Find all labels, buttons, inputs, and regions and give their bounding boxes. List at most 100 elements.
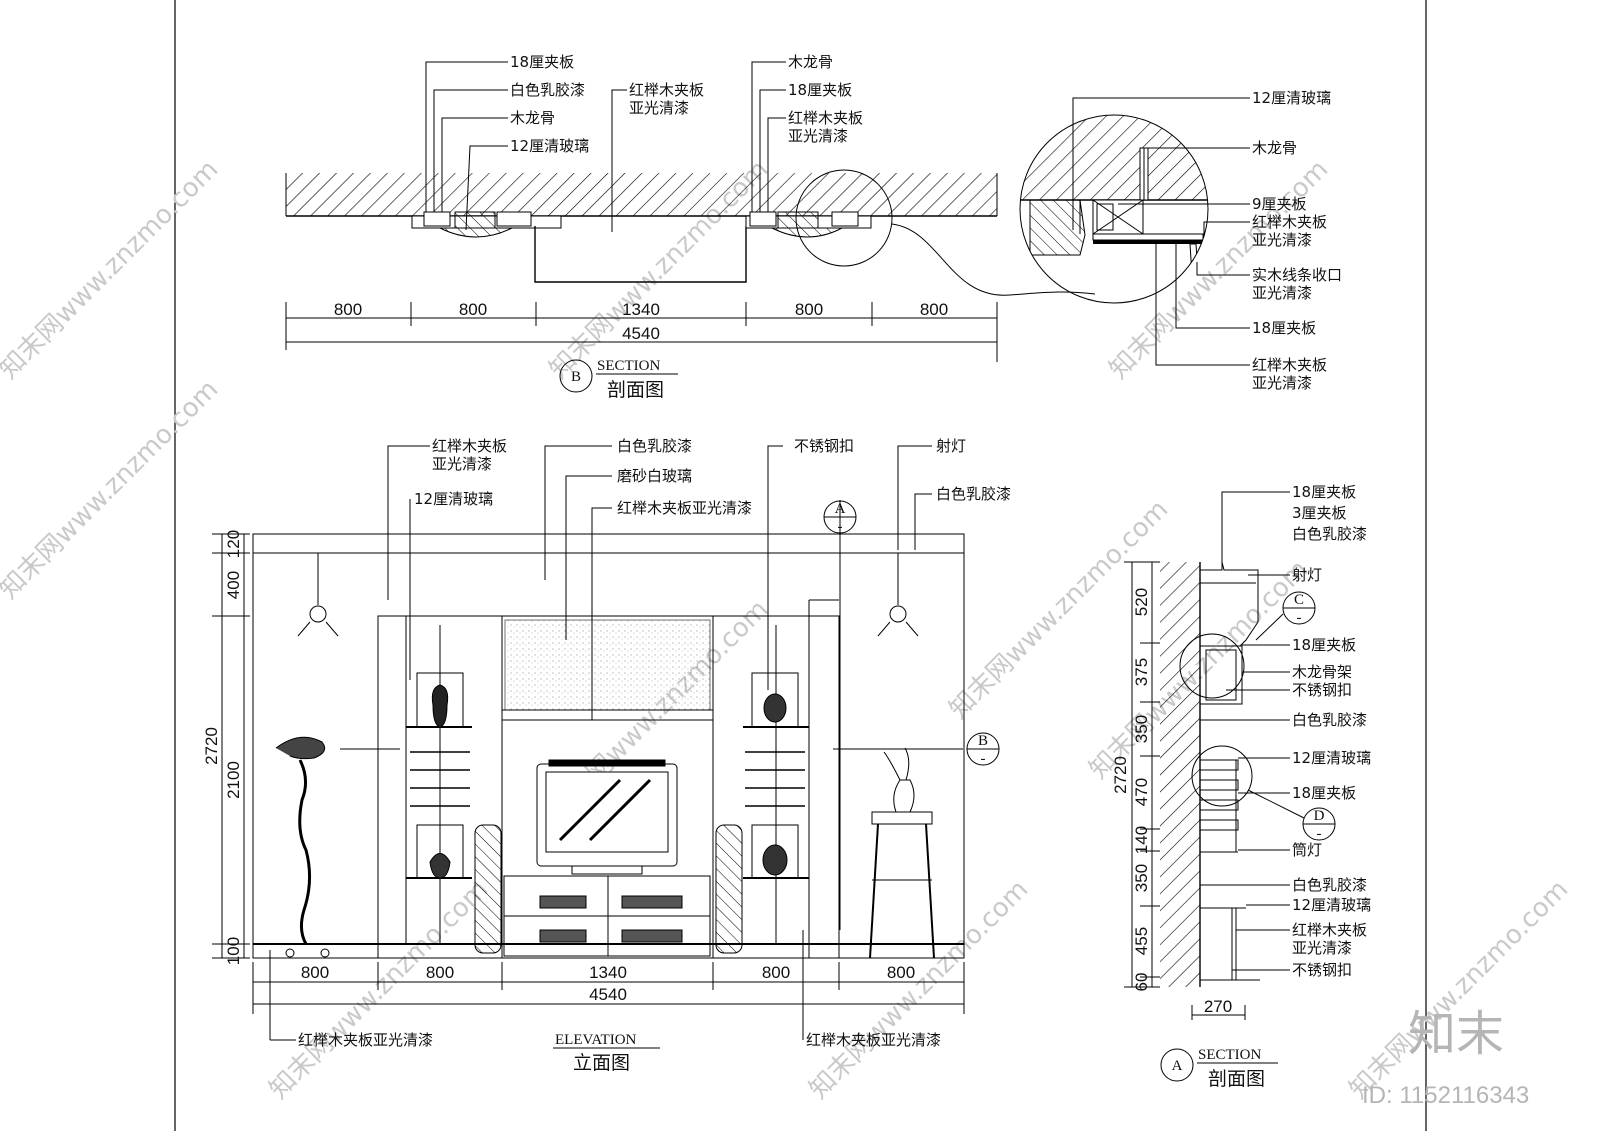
ev-label-7: 射灯	[936, 437, 966, 455]
ev-tag-a-dash: -	[838, 519, 843, 535]
section-b-plan	[285, 169, 1096, 296]
db-label-0: 12厘清玻璃	[1252, 89, 1331, 107]
watermark-text-9: 知末网www.znzmo.com	[804, 874, 1035, 1105]
sa-label-5: 木龙骨架	[1292, 663, 1352, 681]
brand-watermark: 知末	[1408, 1006, 1504, 1062]
ev-dim-v-0: 120	[224, 530, 243, 558]
ev-dim-h-2: 1340	[589, 963, 627, 982]
ev-label-5: 红榉木夹板亚光清漆	[617, 499, 752, 517]
section-b-leaders	[425, 61, 786, 232]
db-label-5: 实木线条收口	[1252, 266, 1342, 284]
sb-title-cn: 剖面图	[607, 379, 664, 401]
sa-title-en: SECTION	[1198, 1047, 1262, 1063]
ev-dim-v-1: 400	[224, 571, 243, 599]
sb-label-1: 白色乳胶漆	[510, 81, 585, 99]
ev-label-4: 磨砂白玻璃	[617, 467, 692, 485]
ev-label-2: 12厘清玻璃	[414, 490, 493, 508]
sa-dim-depth: 270	[1204, 997, 1232, 1016]
sa-tag-circle	[1160, 1048, 1194, 1082]
sb-right-label-3: 亚光清漆	[788, 127, 848, 145]
sb-label-2: 木龙骨	[510, 109, 555, 127]
elevation-drawing	[252, 533, 965, 959]
watermark-text-2: 知末网www.znzmo.com	[0, 374, 224, 605]
section-a-leaders	[1200, 491, 1290, 971]
sb-right-label-0: 木龙骨	[788, 53, 833, 71]
sheet-frame	[174, 0, 1427, 1131]
ev-label-8: 白色乳胶漆	[936, 485, 1011, 503]
sa-dim-v-1: 375	[1132, 658, 1151, 686]
sa-tag: A	[1172, 1058, 1183, 1074]
sa-tag-d-dash: -	[1317, 826, 1322, 842]
sb-mid-label-0: 红榉木夹板	[629, 81, 704, 99]
sb-title-en: SECTION	[597, 358, 661, 374]
ev-bottom-label-0: 红榉木夹板亚光清漆	[298, 1031, 433, 1049]
sa-label-12: 12厘清玻璃	[1292, 896, 1371, 914]
sb-dim-total: 4540	[622, 324, 660, 343]
ev-label-1: 亚光清漆	[432, 455, 492, 473]
ev-dim-v-3: 100	[224, 937, 243, 965]
db-label-9: 亚光清漆	[1252, 374, 1312, 392]
sa-dim-v-3: 470	[1132, 778, 1151, 806]
id-watermark: ID: 1152116343	[1362, 1082, 1529, 1109]
section-a-tags	[1247, 591, 1336, 841]
db-label-6: 亚光清漆	[1252, 284, 1312, 302]
ev-title-en: ELEVATION	[555, 1032, 637, 1048]
ev-title-cn: 立面图	[573, 1052, 630, 1074]
sa-label-9: 18厘夹板	[1292, 784, 1356, 802]
sa-label-11: 白色乳胶漆	[1292, 876, 1367, 894]
ev-dim-h-0: 800	[301, 963, 329, 982]
db-label-3: 红榉木夹板	[1252, 213, 1327, 231]
watermark-text-10: 知末网www.znzmo.com	[1344, 874, 1575, 1105]
ev-dim-h-1: 800	[426, 963, 454, 982]
ev-dim-v-total: 2720	[202, 727, 221, 765]
sa-label-3: 射灯	[1292, 566, 1322, 584]
sa-dim-v-5: 350	[1132, 864, 1151, 892]
sa-dim-v-6: 455	[1132, 927, 1151, 955]
sa-tag-c: C	[1294, 592, 1304, 608]
ev-dim-h-3: 800	[762, 963, 790, 982]
section-a-dimension-lines	[1124, 561, 1246, 1020]
sa-dim-v-4: 140	[1132, 826, 1151, 854]
ev-tag-b-dash: -	[981, 751, 986, 767]
sa-title-cn: 剖面图	[1208, 1068, 1265, 1090]
sa-label-2: 白色乳胶漆	[1292, 525, 1367, 543]
db-label-8: 红榉木夹板	[1252, 356, 1327, 374]
sb-label-3: 12厘清玻璃	[510, 137, 589, 155]
elevation-dimension-lines	[212, 533, 965, 1014]
elevation-leaders	[269, 445, 932, 1041]
watermark-text-8: 知末网www.znzmo.com	[264, 874, 495, 1105]
sb-right-label-1: 18厘夹板	[788, 81, 852, 99]
sb-dim-3: 800	[795, 300, 823, 319]
sa-label-13: 红榉木夹板	[1292, 921, 1367, 939]
sa-dim-v-0: 520	[1132, 588, 1151, 616]
sa-label-1: 3厘夹板	[1292, 504, 1347, 522]
detail-b-leaders	[1072, 97, 1250, 366]
sa-dim-v-total: 2720	[1111, 756, 1130, 794]
sa-label-7: 白色乳胶漆	[1292, 711, 1367, 729]
sb-tag-circle	[559, 359, 593, 393]
sb-tag: B	[571, 369, 581, 385]
sa-tag-c-dash: -	[1297, 610, 1302, 626]
sb-dim-1: 800	[459, 300, 487, 319]
section-b-dimension-lines	[285, 302, 998, 362]
db-label-2: 9厘夹板	[1252, 195, 1307, 213]
sa-label-14: 亚光清漆	[1292, 939, 1352, 957]
sb-dim-0: 800	[334, 300, 362, 319]
ev-tag-a: A	[835, 501, 846, 517]
ev-dim-h-total: 4540	[589, 985, 627, 1004]
sb-mid-label-1: 亚光清漆	[629, 99, 689, 117]
sa-dim-v-2: 350	[1132, 715, 1151, 743]
sb-dim-4: 800	[920, 300, 948, 319]
ev-dim-v-2: 2100	[224, 761, 243, 799]
sa-label-8: 12厘清玻璃	[1292, 749, 1371, 767]
sb-dim-2: 1340	[622, 300, 660, 319]
ev-dim-h-4: 800	[887, 963, 915, 982]
section-a-drawing	[1160, 561, 1260, 987]
sa-label-4: 18厘夹板	[1292, 636, 1356, 654]
sa-dim-v-7: 60	[1132, 973, 1151, 992]
sb-right-label-2: 红榉木夹板	[788, 109, 863, 127]
ev-tag-b: B	[978, 733, 988, 749]
watermark-text-1: 知末网www.znzmo.com	[0, 154, 224, 385]
elevation-section-markers	[340, 500, 1000, 930]
